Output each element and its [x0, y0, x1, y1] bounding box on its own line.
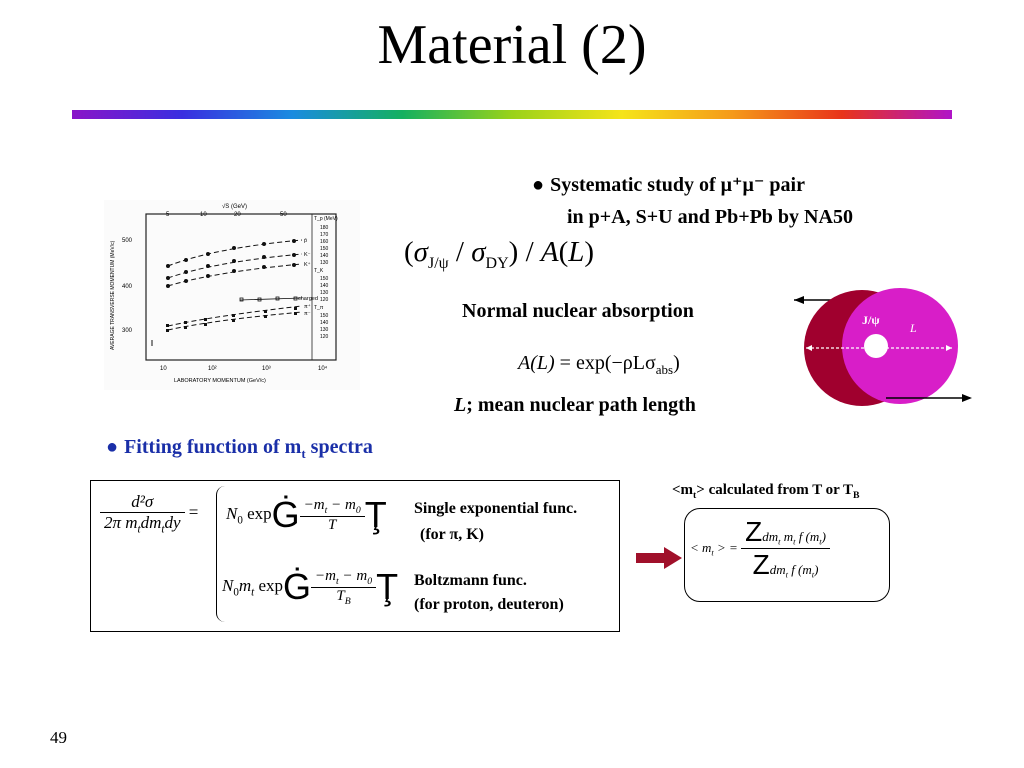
graph-top-tick: 50	[280, 212, 287, 218]
right-arrow-icon	[636, 547, 682, 569]
graph-series-label: p̄	[304, 238, 307, 244]
svg-text:120: 120	[320, 297, 329, 303]
graph-series-label: K⁻	[304, 252, 311, 258]
svg-text:180: 180	[320, 225, 329, 231]
boltzmann-label: Boltzmann func.	[414, 572, 527, 589]
boltzmann-note: (for proton, deuteron)	[414, 596, 564, 613]
graph-y-axis-label: AVERAGE TRANSVERSE MOMENTUM (MeV/c)	[110, 240, 116, 350]
single-exp-label: Single exponential func.	[414, 500, 578, 517]
graph-right-axis-label: T_π	[314, 305, 324, 311]
mean-mt-formula: < mt > = Zdmt mt f (mt)Zdmt f (mt)	[690, 516, 830, 581]
svg-text:130: 130	[320, 290, 329, 296]
graph-curve-piminus	[167, 311, 303, 331]
svg-text:170: 170	[320, 232, 329, 238]
jpsi-label: J/ψ	[862, 313, 880, 327]
graph-x-tick: 10	[160, 366, 167, 372]
graph-x-axis-label: LABORATORY MOMENTUM (GeV/c)	[174, 378, 266, 384]
graph-frame	[145, 213, 337, 361]
svg-text:130: 130	[320, 260, 329, 266]
svg-text:150: 150	[320, 313, 329, 319]
svg-text:130: 130	[320, 327, 329, 333]
svg-text:150: 150	[320, 246, 329, 252]
mean-mt-caption: <mt> calculated from T or TB	[672, 482, 860, 501]
graph-curve-piplus	[167, 305, 303, 327]
graph-curve-pbar	[167, 239, 303, 267]
graph-series-label: charged	[298, 296, 318, 302]
svg-text:160: 160	[320, 239, 329, 245]
small-nucleus	[842, 288, 958, 404]
svg-text:140: 140	[320, 283, 329, 289]
absorption-title: Normal nuclear absorption	[462, 300, 694, 322]
study-line-1: ●Systematic study of μ⁺μ⁻ pair	[532, 174, 805, 196]
bullet-icon: ●	[106, 436, 119, 458]
slide-title: Material (2)	[377, 14, 647, 76]
jpsi-hole	[864, 334, 888, 358]
graph-top-axis-label: √S (GeV)	[222, 203, 247, 210]
mt-vs-momentum-graph: √S (GeV) 5 10 20 50 AVERAGE TRANSVERSE M…	[104, 200, 360, 390]
graph-curve-kplus	[167, 263, 303, 287]
graph-right-axis-label: T_p (MeV)	[314, 216, 338, 222]
collision-diagram: J/ψ L	[794, 288, 972, 406]
page-number: 49	[50, 728, 67, 747]
mean-mt-box	[684, 508, 890, 602]
svg-text:140: 140	[320, 253, 329, 259]
absorption-formula: A(L) = exp(−ρLσabs)	[518, 352, 680, 377]
graph-curve-kminus	[167, 253, 303, 279]
fitting-heading: ●Fitting function of mt spectra	[106, 436, 373, 461]
graph-y-tick: 500	[122, 238, 133, 244]
bullet-icon: ●	[532, 174, 545, 196]
graph-top-tick: 20	[234, 212, 241, 218]
graph-x-tick: 10³	[262, 366, 271, 372]
graph-curve-charged	[239, 297, 303, 301]
brace	[216, 486, 225, 622]
single-exp-note: (for π, K)	[420, 526, 485, 543]
graph-top-tick: 10	[200, 212, 207, 218]
graph-series-label: K⁺	[304, 261, 311, 268]
graph-y-tick: 400	[122, 284, 133, 290]
graph-top-tick: 5	[166, 212, 170, 218]
study-line-2: in p+A, S+U and Pb+Pb by NA50	[567, 206, 853, 228]
graph-x-tick: 10²	[208, 366, 217, 372]
rainbow-divider	[72, 110, 952, 119]
svg-text:150: 150	[320, 276, 329, 282]
graph-right-axis-label: T_K	[314, 268, 324, 274]
path-l-label: L	[909, 321, 917, 335]
graph-series-label: π⁺	[304, 303, 311, 310]
svg-text:120: 120	[320, 334, 329, 340]
graph-x-tick: 10⁴	[318, 365, 328, 372]
svg-text:140: 140	[320, 320, 329, 326]
fitting-functions-box	[90, 480, 620, 632]
ratio-formula: (σJ/ψ / σDY) / A(L)	[404, 236, 595, 272]
graph-y-tick: 300	[122, 328, 133, 334]
path-length-note: L; mean nuclear path length	[454, 394, 696, 416]
graph-series-label: π⁻	[304, 311, 311, 317]
